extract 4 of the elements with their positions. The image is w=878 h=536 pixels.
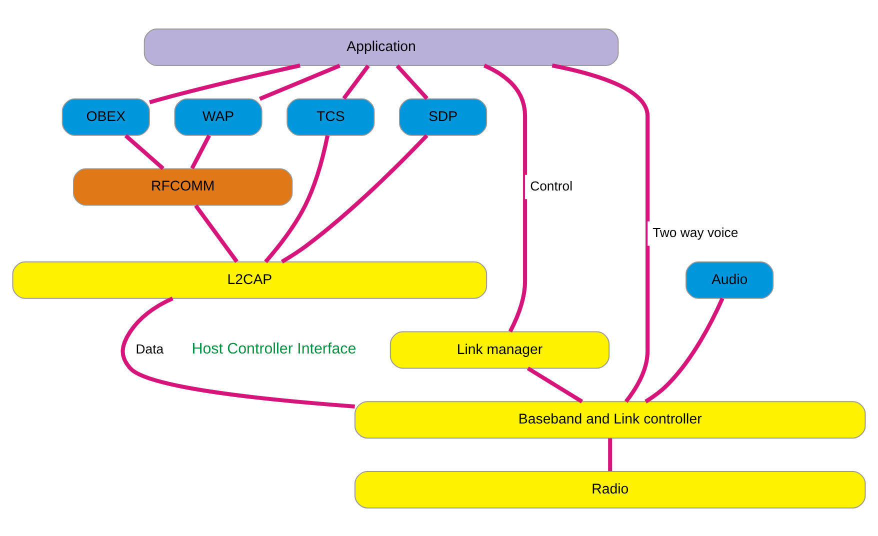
edge-label: Control (530, 178, 573, 193)
edge-label: Data (136, 340, 164, 356)
label: Host Controller Interface (192, 340, 356, 358)
edge-label: Two way voice (652, 224, 738, 240)
